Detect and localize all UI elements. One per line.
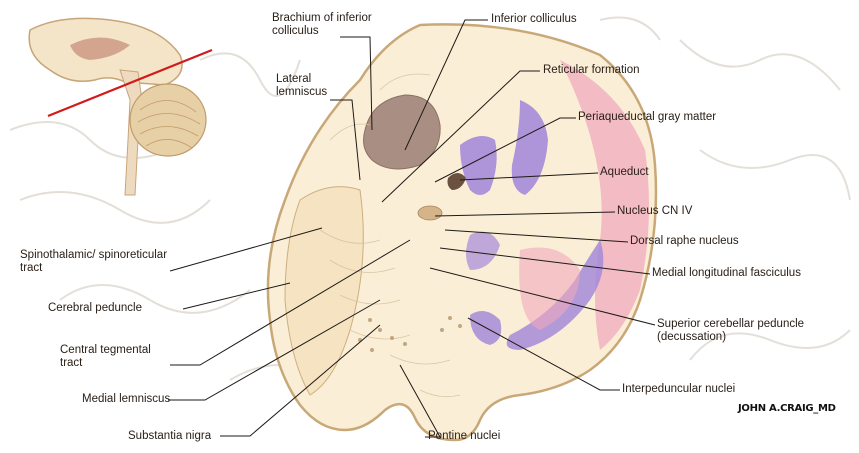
label-substantia-nigra: Substantia nigra bbox=[128, 430, 211, 443]
label-reticular-formation: Reticular formation bbox=[543, 64, 640, 77]
label-lateral-lemniscus: Lateral lemniscus bbox=[276, 73, 346, 99]
label-nucleus-cn-iv: Nucleus CN IV bbox=[617, 205, 692, 218]
label-brachium-inferior-colliculus: Brachium of inferior colliculus bbox=[272, 12, 392, 38]
label-cerebral-peduncle: Cerebral peduncle bbox=[48, 302, 142, 315]
label-aqueduct: Aqueduct bbox=[600, 166, 649, 179]
label-central-tegmental-tract: Central tegmental tract bbox=[60, 344, 170, 370]
label-medial-lemniscus: Medial lemniscus bbox=[82, 393, 170, 406]
label-interpeduncular-nuclei: Interpeduncular nuclei bbox=[622, 383, 735, 396]
label-medial-longitudinal-fasciculus: Medial longitudinal fasciculus bbox=[652, 267, 801, 280]
label-periaqueductal-gray: Periaqueductal gray matter bbox=[578, 111, 716, 124]
sagittal-brain-thumbnail bbox=[29, 18, 212, 195]
label-pontine-nuclei: Pontine nuclei bbox=[428, 430, 500, 443]
label-inferior-colliculus: Inferior colliculus bbox=[491, 13, 577, 26]
label-superior-cerebellar-peduncle: Superior cerebellar peduncle (decussatio… bbox=[657, 318, 847, 344]
artist-signature: JOHN A.CRAIG_MD bbox=[738, 403, 836, 414]
label-dorsal-raphe: Dorsal raphe nucleus bbox=[630, 235, 739, 248]
label-spinothalamic-tract: Spinothalamic/ spinoreticular tract bbox=[20, 249, 170, 275]
